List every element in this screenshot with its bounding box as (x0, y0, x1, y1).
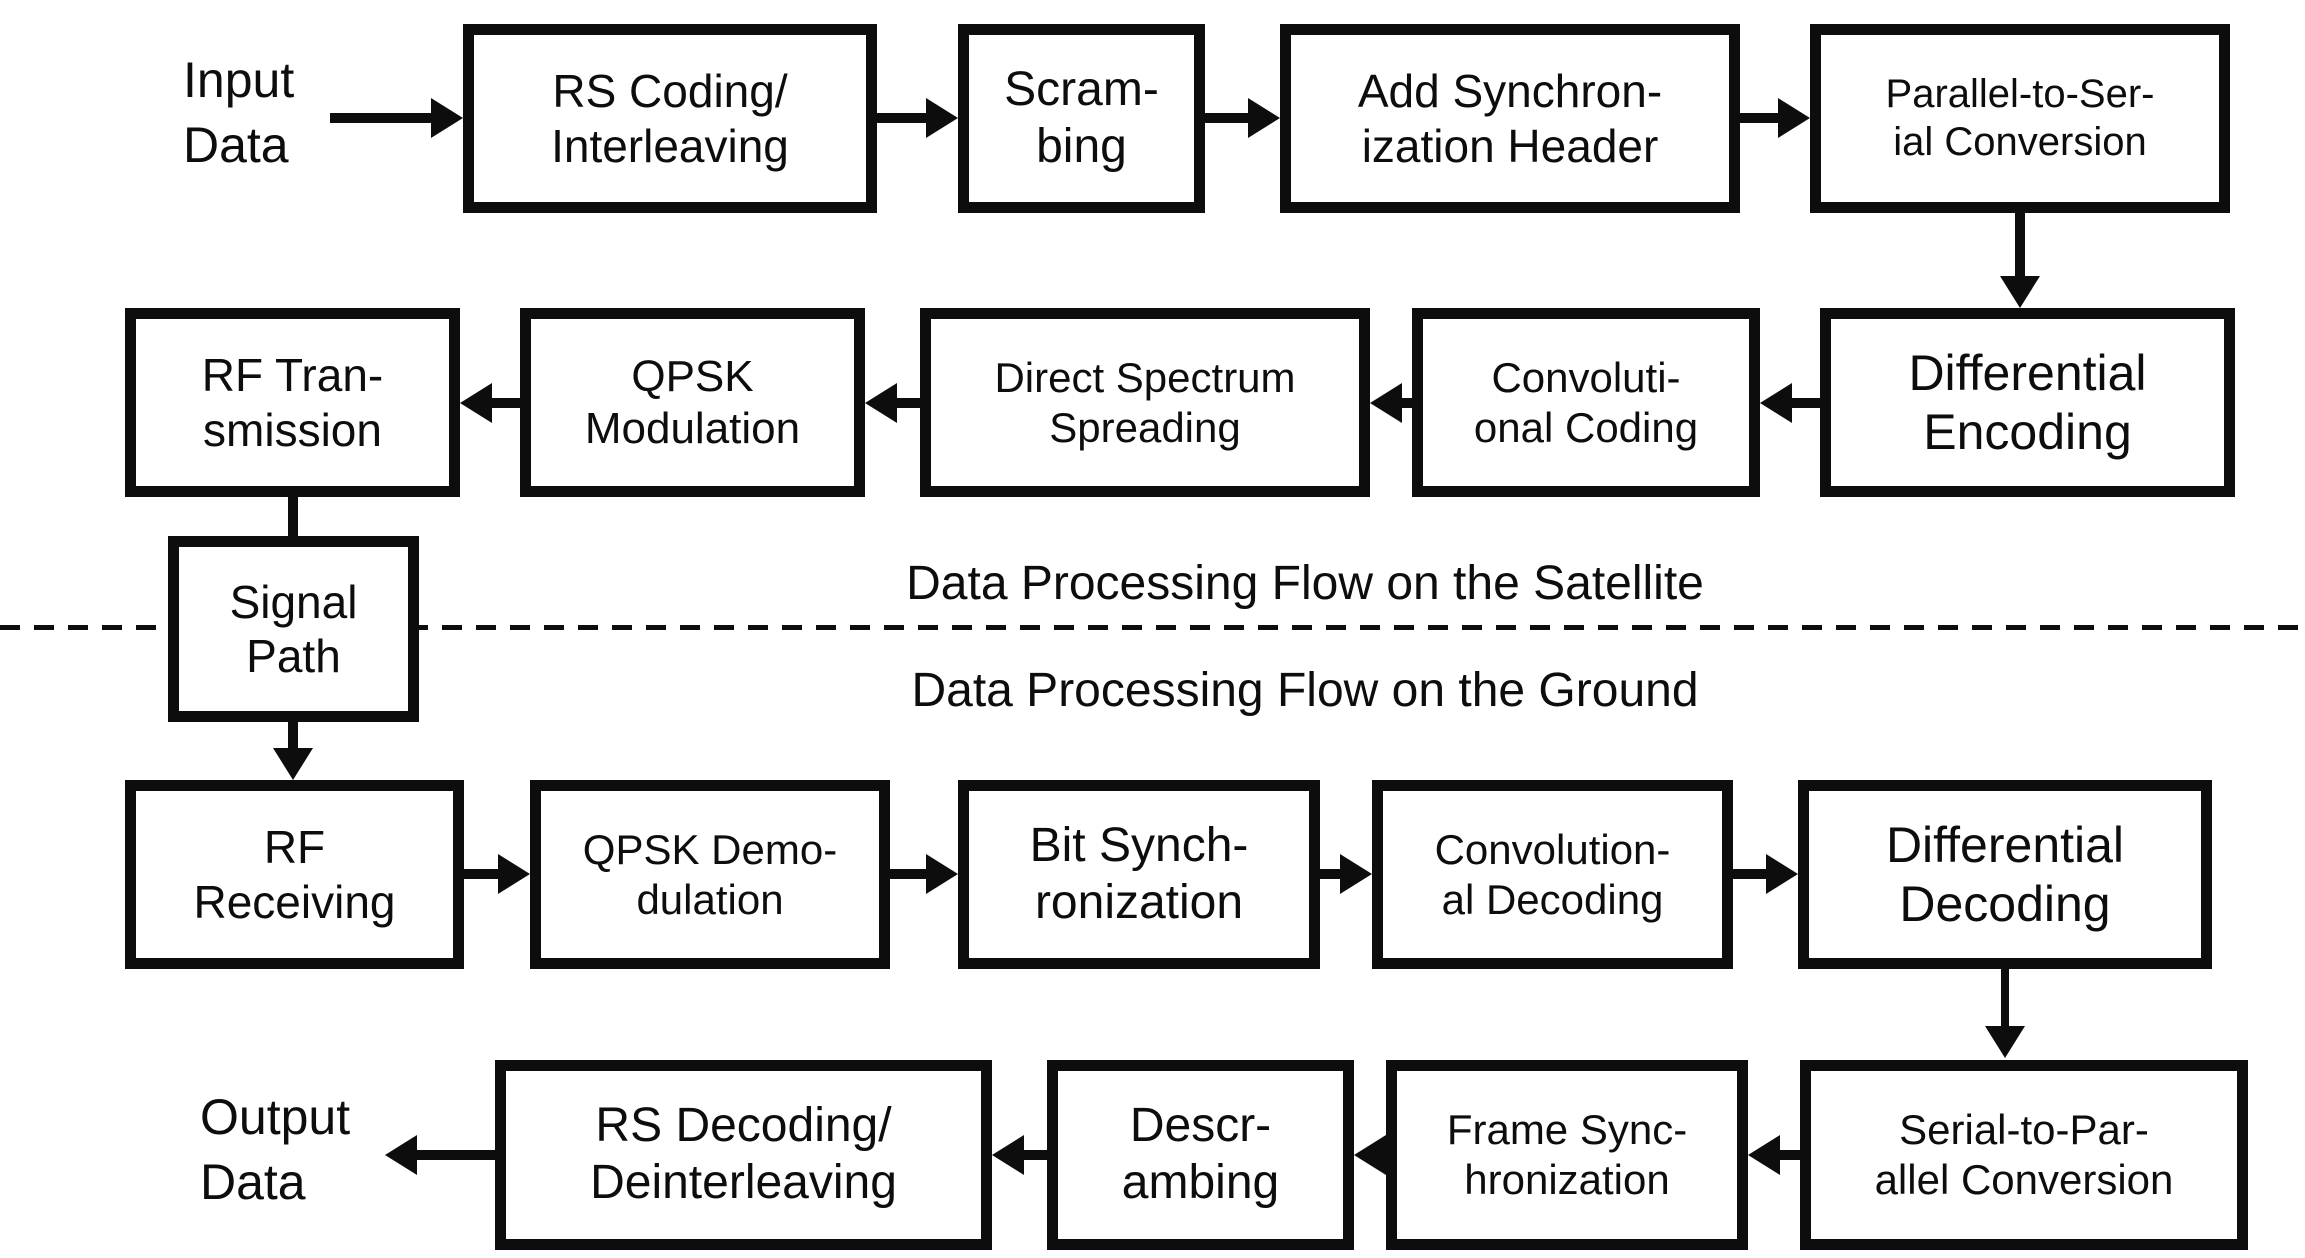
flow-node-qpsk-demodulation: QPSK Demo- dulation (530, 780, 890, 969)
flow-node-add-synchronization-header: Add Synchron- ization Header (1280, 24, 1740, 213)
flow-node-signal-path: Signal Path (168, 536, 419, 722)
flow-node-bit-synchronization: Bit Synch- ronization (958, 780, 1320, 969)
flow-node-rf-transmission: RF Tran- smission (125, 308, 460, 497)
section-title-ground: Data Processing Flow on the Ground (911, 664, 1699, 717)
flow-node-parallel-to-serial-conversion: Parallel-to-Ser- ial Conversion (1810, 24, 2230, 213)
flow-node-frame-synchronization: Frame Sync- hronization (1386, 1060, 1748, 1250)
flow-node-rf-receiving: RF Receiving (125, 780, 464, 969)
flow-node-qpsk-modulation: QPSK Modulation (520, 308, 865, 497)
flow-node-convolutional-decoding: Convolution- al Decoding (1372, 780, 1733, 969)
flow-node-differential-encoding: Differential Encoding (1820, 308, 2235, 497)
flow-node-rs-decoding-deinterleaving: RS Decoding/ Deinterleaving (495, 1060, 992, 1250)
satellite-ground-divider-dashed-line (0, 625, 2305, 630)
flow-node-direct-spectrum-spreading: Direct Spectrum Spreading (920, 308, 1370, 497)
flow-node-convolutional-coding: Convoluti- onal Coding (1412, 308, 1760, 497)
flow-node-rs-coding-interleaving: RS Coding/ Interleaving (463, 24, 877, 213)
flow-node-serial-to-parallel-conversion: Serial-to-Par- allel Conversion (1800, 1060, 2248, 1250)
output-data-label: Output Data (200, 1089, 351, 1210)
flow-node-scrambling: Scram- bing (958, 24, 1205, 213)
section-title-satellite: Data Processing Flow on the Satellite (906, 557, 1704, 610)
flow-node-descrambling: Descr- ambing (1047, 1060, 1354, 1250)
flow-node-differential-decoding: Differential Decoding (1798, 780, 2212, 969)
input-data-label: Input Data (183, 52, 295, 173)
